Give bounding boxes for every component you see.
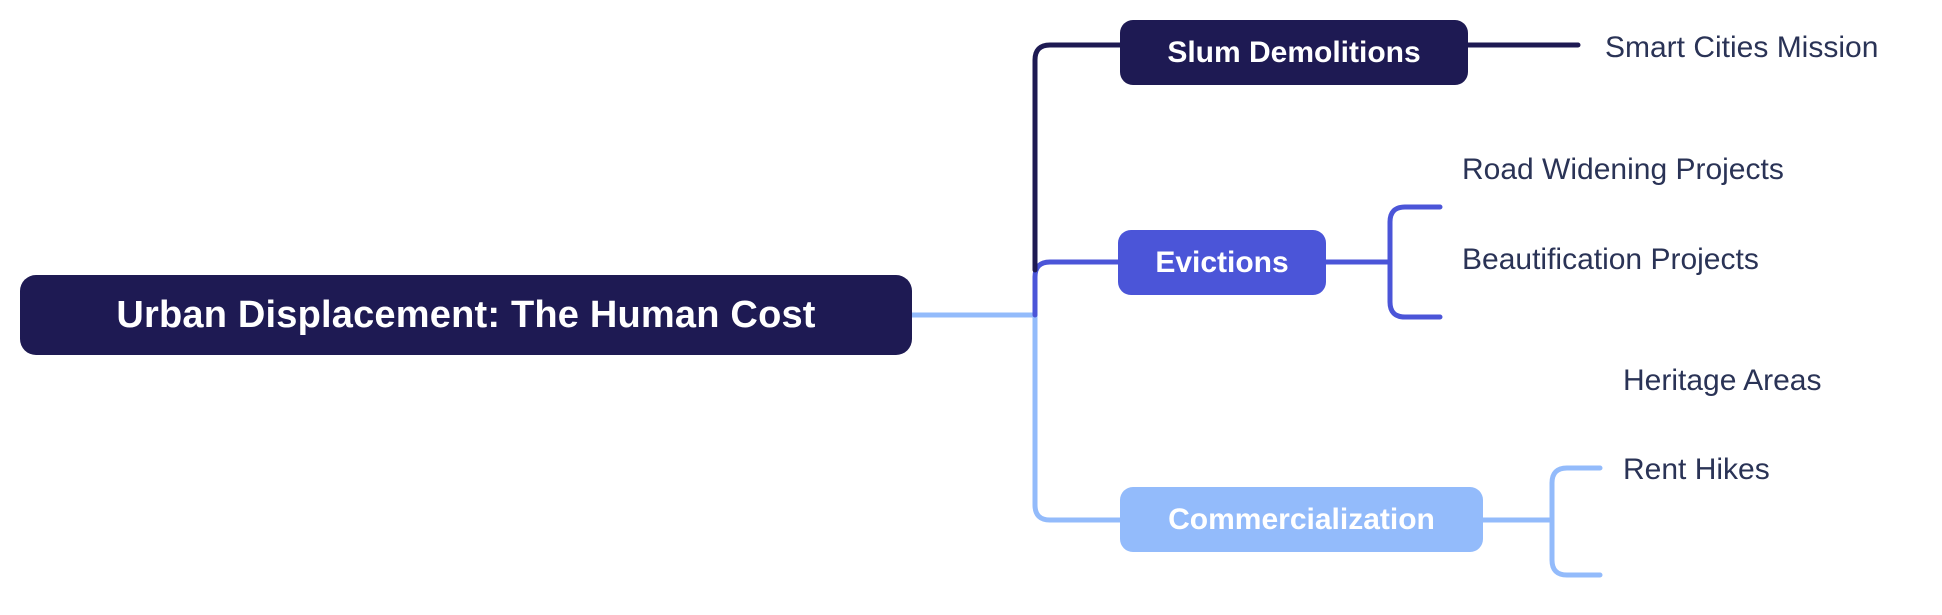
leaf-node-rent-hikes[interactable]: Rent Hikes xyxy=(1623,453,1770,486)
connector-commercialization-to-heritage xyxy=(1549,465,1603,523)
connector-commercialization-to-rent-hikes xyxy=(1549,517,1603,578)
root-node[interactable]: Urban Displacement: The Human Cost xyxy=(20,275,912,355)
leaf-node-road-widening-projects[interactable]: Road Widening Projects xyxy=(1462,153,1784,186)
connector-spine-commercialization xyxy=(1032,312,1123,523)
connector-evictions-to-beautification xyxy=(1387,259,1443,320)
branch-node-commercialization[interactable]: Commercialization xyxy=(1120,487,1483,552)
leaf-node-smart-cities-mission[interactable]: Smart Cities Mission xyxy=(1605,31,1879,64)
leaf-node-beautification-projects[interactable]: Beautification Projects xyxy=(1462,243,1759,276)
branch-node-slum-demolitions[interactable]: Slum Demolitions xyxy=(1120,20,1468,85)
connector-evictions-to-road-widening xyxy=(1387,204,1443,265)
branch-node-evictions[interactable]: Evictions xyxy=(1118,230,1326,295)
connector-spine-evictions xyxy=(1032,259,1121,318)
connector-spine-slum-demolitions xyxy=(1032,42,1123,273)
leaf-node-heritage-areas[interactable]: Heritage Areas xyxy=(1623,364,1822,397)
